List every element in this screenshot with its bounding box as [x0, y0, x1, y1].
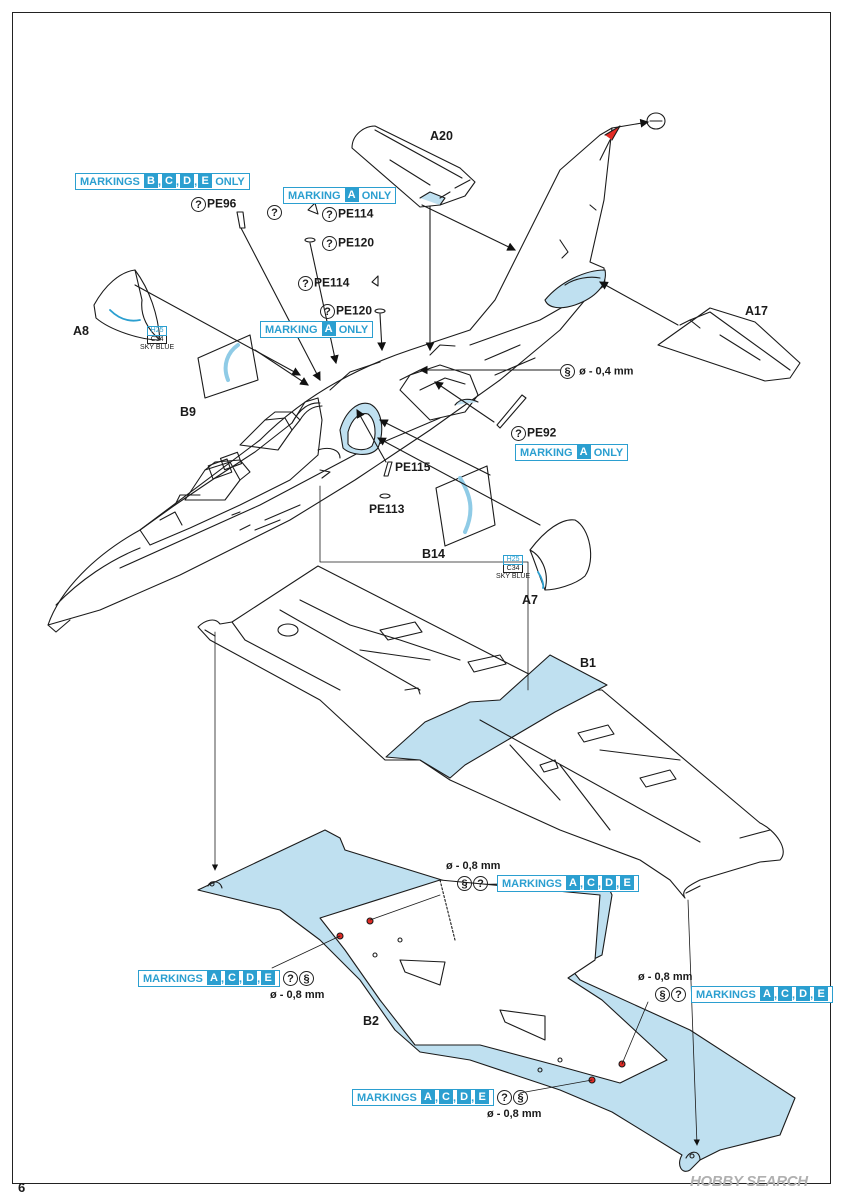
drill-icons-top: §? [457, 876, 489, 891]
drill-08-bottom: ø - 0,8 mm [487, 1108, 542, 1120]
pe120-label-top: ?PE120 [322, 236, 374, 251]
paint-callout-a7: H25 C34 SKY BLUE [496, 555, 531, 581]
drill-08-right: ø - 0,8 mm [638, 971, 693, 983]
paint-callout-a8: H25 C34 SKY BLUE [140, 326, 175, 352]
pe92-label: ?PE92 [511, 426, 556, 441]
markings-acde-banner-right: MARKINGS A,C,D,E [691, 986, 834, 1003]
drill-icon: § [655, 987, 670, 1002]
part-label-B9: B9 [180, 405, 196, 419]
drill-icons-right: §? [655, 987, 687, 1002]
question-icon: ? [322, 236, 337, 251]
page-number: 6 [18, 1180, 26, 1195]
pe114-label-mid: ?PE114 [298, 276, 349, 291]
markings-acde-banner-bottom: MARKINGS A,C,D,E [352, 1089, 495, 1106]
part-label-A8: A8 [73, 324, 89, 338]
part-label-B1: B1 [580, 656, 596, 670]
drill-icon: § [299, 971, 314, 986]
pe113-label: PE113 [369, 502, 405, 516]
part-A17 [657, 307, 801, 382]
part-B14 [435, 465, 496, 547]
part-label-B14: B14 [422, 547, 445, 561]
part-label-A20: A20 [430, 129, 453, 143]
marking-a-only-banner-1: MARKING A ONLY [283, 187, 397, 204]
question-icon: ? [671, 987, 686, 1002]
drill-icon: § [513, 1090, 528, 1105]
part-B1 [385, 654, 608, 779]
question-icon: ? [511, 426, 526, 441]
drill-08-top: ø - 0,8 mm [446, 860, 501, 872]
pe96-label: ?PE96 [191, 197, 236, 212]
markings-acde-banner-top: MARKINGS A,C,D,E [497, 875, 640, 892]
part-A20 [351, 125, 476, 208]
part-A8 [93, 269, 161, 341]
question-icon: ? [191, 197, 206, 212]
drill-icons-left: ?§ [283, 971, 315, 986]
question-icon: ? [322, 207, 337, 222]
part-label-A17: A17 [745, 304, 768, 318]
part-B9 [197, 334, 259, 399]
drill-icons-bottom: ?§ [497, 1090, 529, 1105]
pe120-label-mid: ?PE120 [320, 304, 372, 319]
drill-08-left: ø - 0,8 mm [270, 989, 325, 1001]
question-icon: ? [267, 205, 282, 220]
part-B1-wing [197, 565, 784, 899]
watermark: HOBBY SEARCH [690, 1173, 808, 1190]
markings-acde-banner-left: MARKINGS A,C,D,E [138, 970, 281, 987]
pe114-label-top: ?PE114 [322, 207, 373, 222]
question-icon: ? [320, 304, 335, 319]
tail-intake [544, 269, 606, 309]
canopy-frame [139, 397, 323, 546]
part-A7 [529, 519, 592, 591]
pe115-label: PE115 [395, 460, 431, 474]
drill-icon: § [560, 364, 575, 379]
standalone-question: ? [267, 205, 283, 220]
part-label-B2: B2 [363, 1014, 379, 1028]
markings-bcde-only-banner: MARKINGS B,C,D,E ONLY [75, 173, 250, 190]
drill-icon: § [457, 876, 472, 891]
question-icon: ? [473, 876, 488, 891]
part-label-A7: A7 [522, 593, 538, 607]
marking-a-only-banner-3: MARKING A ONLY [515, 444, 629, 461]
question-icon: ? [298, 276, 313, 291]
question-icon: ? [283, 971, 298, 986]
drill-04-callout: § ø - 0,4 mm [560, 364, 633, 379]
marking-a-only-banner-2: MARKING A ONLY [260, 321, 374, 338]
question-icon: ? [497, 1090, 512, 1105]
page-border [12, 12, 831, 1184]
